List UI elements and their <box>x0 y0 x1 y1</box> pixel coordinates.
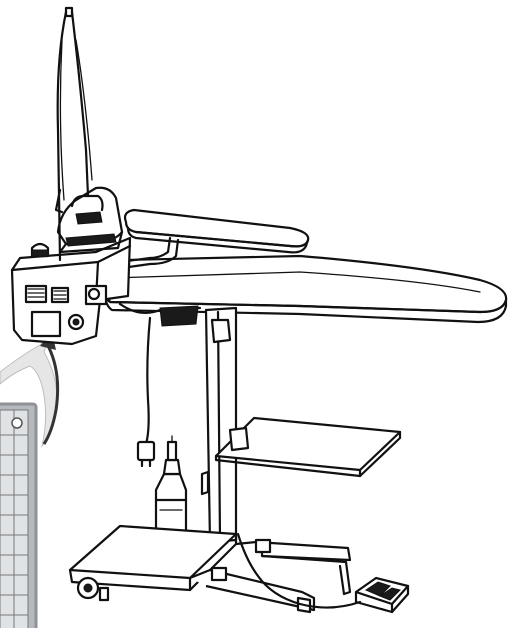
base-frame <box>68 524 352 614</box>
vent-slots <box>27 286 70 304</box>
side-shelf <box>214 416 402 478</box>
steam-iron <box>56 186 124 254</box>
inset-grid <box>0 410 28 628</box>
foot-pedal <box>354 576 410 614</box>
board-connector <box>84 284 202 327</box>
power-cable <box>136 316 156 468</box>
circle-indicator-icon <box>11 417 23 429</box>
cord-mast <box>54 6 93 262</box>
inset-detail-panel <box>0 402 38 628</box>
center-column <box>200 306 238 544</box>
boiler-unit <box>10 236 132 346</box>
sleeve-arm <box>118 208 310 270</box>
pedal-cable <box>236 532 362 609</box>
